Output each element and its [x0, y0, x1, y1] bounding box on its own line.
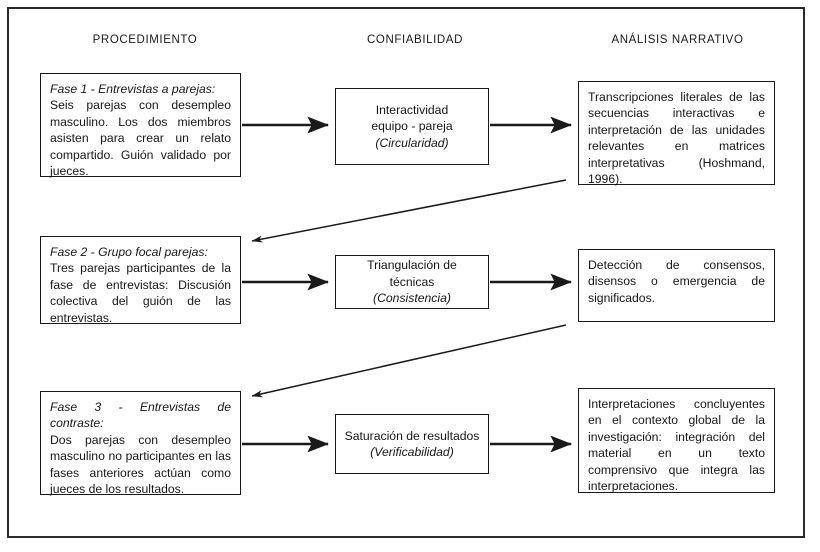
- column-header-confiabilidad: CONFIABILIDAD: [367, 34, 463, 46]
- node-fase-1-analisis-text: Transcripciones literales de las secuenc…: [579, 82, 774, 193]
- node-fase-2-confiabilidad-criterion: (Consistencia): [373, 291, 451, 306]
- node-fase-1-analisis: Transcripciones literales de las secuenc…: [578, 81, 775, 186]
- node-fase-3-analisis-text: Interpretaciones concluyentes en el cont…: [579, 389, 774, 500]
- node-fase-2-procedimiento: Fase 2 - Grupo focal parejas: Tres parej…: [40, 236, 241, 325]
- node-fase-2-confiabilidad-text: Triangulación de técnicas (Consistencia): [336, 257, 488, 306]
- node-fase-2-body: Tres parejas participantes de la fase de…: [50, 261, 231, 325]
- node-fase-2-analisis: Detección de consensos, disensos o emerg…: [578, 249, 775, 322]
- node-fase-3-confiabilidad-text: Saturación de resultados (Verificabilida…: [337, 428, 488, 461]
- column-header-procedimiento: PROCEDIMIENTO: [92, 34, 198, 46]
- node-fase-3-procedimiento: Fase 3 - Entrevistas de contraste: Dos p…: [40, 391, 241, 496]
- node-fase-2-title: Fase 2 - Grupo focal parejas:: [50, 245, 208, 259]
- node-fase-1-title: Fase 1 - Entrevistas a parejas:: [50, 82, 216, 96]
- node-fase-2-procedimiento-text: Fase 2 - Grupo focal parejas: Tres parej…: [41, 237, 240, 332]
- node-fase-2-confiabilidad-line1: Triangulación de técnicas: [367, 258, 457, 289]
- node-fase-3-confiabilidad-criterion: (Verificabilidad): [370, 445, 454, 459]
- node-fase-3-analisis: Interpretaciones concluyentes en el cont…: [578, 388, 775, 493]
- node-fase-2-confiabilidad: Triangulación de técnicas (Consistencia): [335, 255, 489, 309]
- node-fase-1-confiabilidad-criterion: (Circularidad): [375, 135, 449, 150]
- node-fase-1-procedimiento: Fase 1 - Entrevistas a parejas: Seis par…: [40, 73, 241, 178]
- node-fase-1-analisis-body: Transcripciones literales de las secuenc…: [588, 90, 765, 187]
- node-fase-1-procedimiento-text: Fase 1 - Entrevistas a parejas: Seis par…: [41, 74, 240, 185]
- node-fase-3-analisis-body: Interpretaciones concluyentes en el cont…: [588, 397, 765, 494]
- node-fase-3-confiabilidad-line1: Saturación de resultados: [344, 428, 480, 443]
- node-fase-1-confiabilidad: Interactividad equipo - pareja (Circular…: [335, 88, 489, 165]
- node-fase-3-body: Dos parejas con desempleo masculino no p…: [50, 432, 231, 497]
- node-fase-1-confiabilidad-line1: Interactividad: [375, 102, 449, 117]
- node-fase-3-title: Fase 3 - Entrevistas de contraste:: [50, 400, 231, 431]
- node-fase-2-analisis-body: Detección de consensos, disensos o emerg…: [588, 258, 765, 305]
- node-fase-2-analisis-text: Detección de consensos, disensos o emerg…: [579, 250, 774, 312]
- column-header-analisis-narrativo: ANÁLISIS NARRATIVO: [611, 34, 744, 46]
- node-fase-1-confiabilidad-text: Interactividad equipo - pareja (Circular…: [363, 102, 460, 151]
- node-fase-1-confiabilidad-line2: equipo - pareja: [371, 119, 453, 134]
- node-fase-3-procedimiento-text: Fase 3 - Entrevistas de contraste: Dos p…: [41, 392, 240, 503]
- node-fase-3-confiabilidad: Saturación de resultados (Verificabilida…: [335, 414, 489, 474]
- node-fase-1-body: Seis parejas con desempleo masculino. Lo…: [50, 98, 231, 179]
